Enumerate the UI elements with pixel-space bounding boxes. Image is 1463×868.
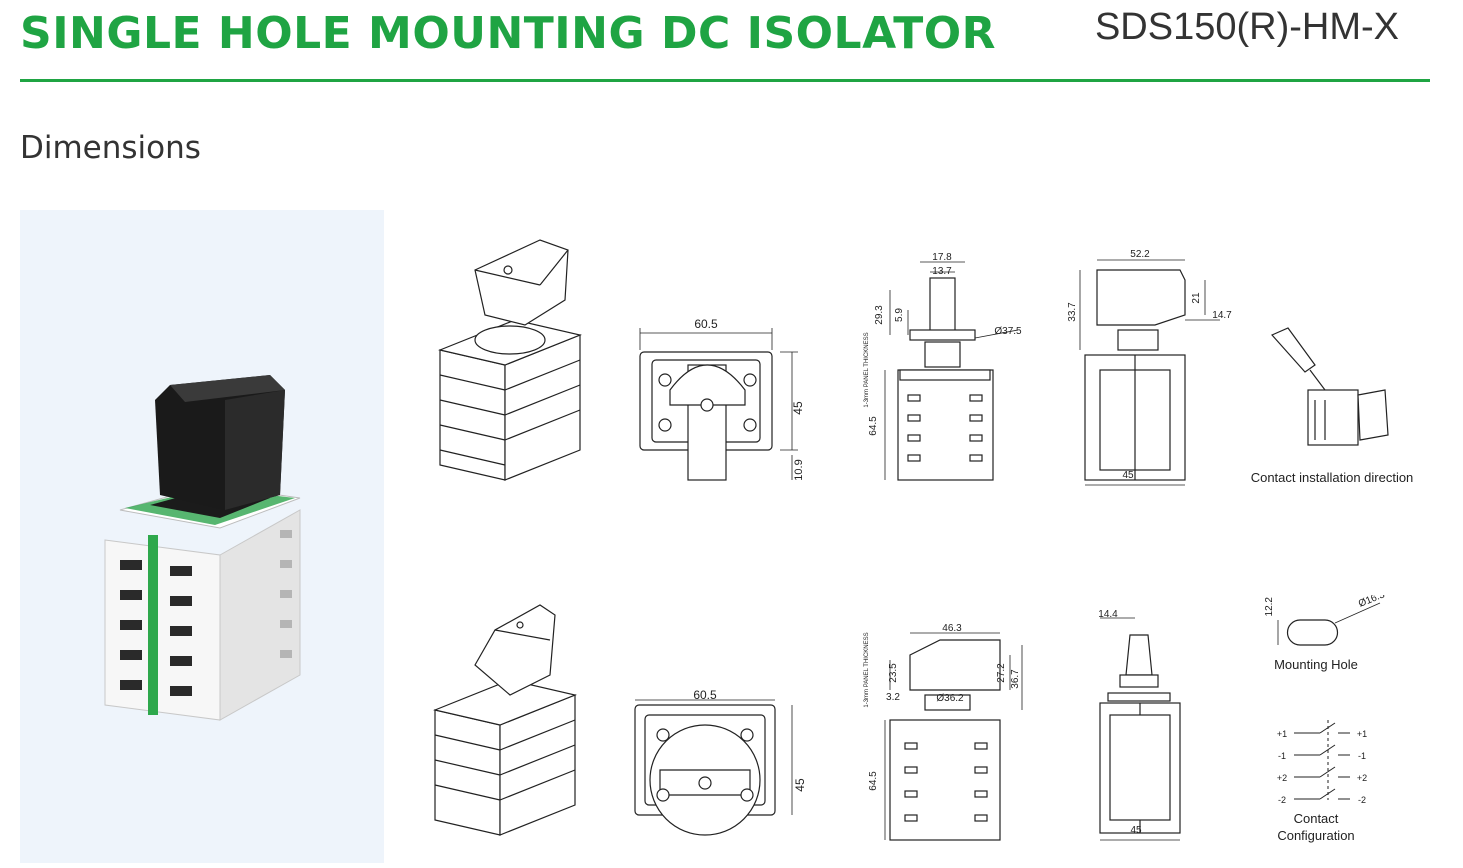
model-number: SDS150(R)-HM-X (1094, 6, 1399, 48)
dim-end-offset: 14.7 (1212, 310, 1232, 321)
dim-side-dia: Ø36.2 (936, 693, 964, 704)
contact-label-left-1: +1 (1277, 729, 1287, 739)
contact-label-right-4: -2 (1358, 795, 1366, 805)
dim-front-width: 60.5 (694, 317, 718, 331)
dim-front-height: 45 (791, 401, 805, 415)
contact-config-caption-1: Contact (1294, 811, 1339, 826)
section-title: Dimensions (20, 130, 201, 166)
dim-hole-dia: Ø16.3 (1357, 595, 1387, 610)
product-photo (20, 210, 384, 863)
page-title: SINGLE HOLE MOUNTING DC ISOLATOR (20, 8, 997, 59)
dim-side-base: 3.2 (886, 692, 900, 703)
dim-front-handle: 10.9 (793, 459, 805, 480)
dim-bezel-dia: Ø37.5 (994, 326, 1022, 337)
contact-install-caption: Contact installation direction (1251, 470, 1414, 485)
dim-side-body-2: 64.5 (868, 771, 879, 791)
dim-knob-inner: 13.7 (932, 266, 952, 277)
top-row-drawings: 60.5 45 10.9 1-3mm PANEL THICKNESS 17.8 … (437, 239, 1414, 486)
dim-side-knob: 23.5 (888, 663, 899, 683)
dim-hole-height: 12.2 (1264, 597, 1275, 617)
mounting-hole-caption: Mounting Hole (1274, 657, 1358, 672)
panel-thickness-label-2: 1-3mm PANEL THICKNESS (864, 632, 870, 707)
dim-side-body: 64.5 (868, 416, 879, 436)
contact-label-right-2: -1 (1358, 751, 1366, 761)
contact-label-left-2: -1 (1278, 751, 1286, 761)
header-divider (20, 79, 1430, 82)
contact-label-left-3: +2 (1277, 773, 1287, 783)
dim-bottom-front-width: 60.5 (693, 688, 717, 702)
dim-end-top: 14.4 (1098, 609, 1118, 620)
contact-label-right-3: +2 (1357, 773, 1367, 783)
contact-label-right-1: +1 (1357, 729, 1367, 739)
contact-config-caption-2: Configuration (1277, 828, 1354, 843)
dim-end-knob: 21 (1191, 292, 1202, 304)
dim-end-height: 33.7 (1067, 302, 1078, 322)
dim-knob-top: 17.8 (932, 252, 952, 263)
dim-side-h2: 36.7 (1010, 669, 1021, 689)
dim-knob-height: 29.3 (874, 305, 885, 325)
panel-thickness-label: 1-3mm PANEL THICKNESS (864, 332, 870, 407)
dim-side-h1: 27.2 (996, 663, 1007, 683)
contact-label-left-4: -2 (1278, 795, 1286, 805)
dim-end-base-2: 45 (1130, 825, 1142, 836)
dim-end-base: 45 (1122, 470, 1134, 481)
dim-side-width: 46.3 (942, 623, 962, 634)
dim-bottom-front-height: 45 (793, 778, 807, 792)
dim-end-width: 52.2 (1130, 249, 1150, 260)
dim-shaft: 5.9 (894, 308, 905, 322)
bottom-row-drawings: 60.5 45 1-3mm PANEL THICKNESS 46.3 23.5 … (432, 595, 1387, 843)
